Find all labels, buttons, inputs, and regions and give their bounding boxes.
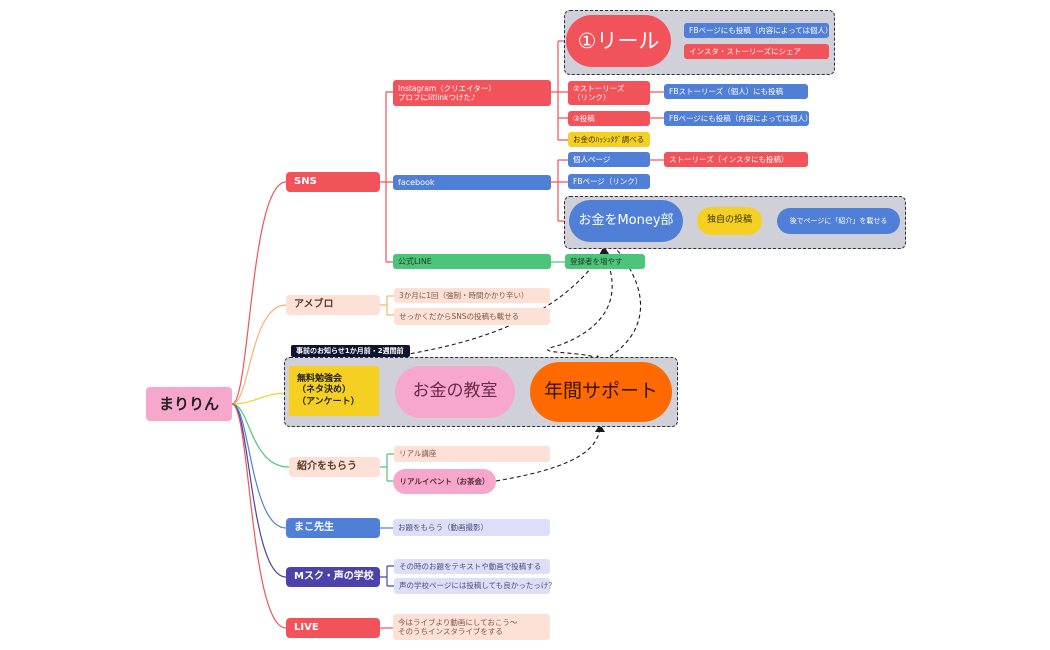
- connector-root-msk: [231, 403, 287, 578]
- connector-root-sns: [231, 181, 287, 405]
- connector-insta-children: [551, 40, 568, 141]
- reel-node[interactable]: ①リール: [566, 15, 671, 67]
- connector-fb-children: [551, 159, 569, 222]
- branch-shokai[interactable]: 紹介をもらう: [289, 457, 380, 477]
- connector-root-live: [231, 403, 287, 629]
- branch-ameblo[interactable]: アメブロ: [286, 295, 380, 315]
- connector-root-ameblo: [231, 304, 287, 405]
- post-fb-node[interactable]: FBページにも投稿（内容によっては個人）: [664, 111, 813, 126]
- reel-fb-node[interactable]: FBページにも投稿（内容によっては個人）: [684, 23, 833, 38]
- connector-shokai-children: [380, 453, 394, 482]
- msk-item-2[interactable]: 声の学校ページには投稿しても良かったっけ？: [394, 578, 556, 594]
- real-kouza-node[interactable]: リアル講座: [394, 446, 550, 462]
- instagram-node[interactable]: Instagram（クリエイター） プロフにlitlinkつけた♪: [393, 80, 551, 106]
- relation-tag-to-money-club: [389, 249, 605, 358]
- live-item[interactable]: 今はライブより動画にしておこう～ そのうちインスタライブをする: [393, 614, 550, 640]
- connector-msk-children: [380, 565, 394, 587]
- stories-node[interactable]: ②ストーリーズ （リンク）: [568, 81, 650, 105]
- connector-root-mako: [231, 403, 287, 529]
- fbpage-node[interactable]: FBページ（リンク）: [568, 174, 650, 189]
- relation-event-to-support: [495, 424, 601, 482]
- reel-insta-node[interactable]: インスタ・ストーリーズにシェア: [684, 44, 829, 59]
- branch-mako[interactable]: まこ先生: [286, 518, 380, 538]
- connector-root-seminar: [231, 392, 290, 405]
- money-club-node[interactable]: お金をMoney部: [569, 200, 683, 242]
- dokuji-node[interactable]: 独自の投稿: [697, 207, 762, 235]
- arrowhead-money-club: [599, 246, 609, 255]
- seminar-tag[interactable]: 事前のお知らせ1か月前・2週間前: [291, 345, 410, 357]
- connector-root-shokai: [231, 403, 290, 468]
- mako-item[interactable]: お題をもらう（動画撮影）: [393, 519, 550, 536]
- ameblo-item-1[interactable]: 3か月に1回（強制・時間かかり辛い）: [394, 288, 550, 303]
- personal-stories-node[interactable]: ストーリーズ（インスタにも投稿）: [664, 152, 808, 167]
- hashtag-node[interactable]: お金のﾊｯｼｭﾀｸﾞ調べる: [568, 132, 650, 147]
- msk-item-1[interactable]: その時のお題をテキストや動画で投稿する: [394, 559, 550, 574]
- arrowhead-support-2: [595, 424, 605, 432]
- facebook-node[interactable]: facebook: [393, 175, 551, 190]
- connector-ameblo-children: [380, 295, 394, 316]
- ameblo-item-2[interactable]: せっかくだからSNSの投稿も載せる: [394, 308, 550, 325]
- personal-page-node[interactable]: 個人ページ: [568, 152, 650, 167]
- free-seminar-node[interactable]: 無料勉強会 （ネタ決め） （アンケート）: [289, 366, 379, 416]
- branch-live[interactable]: LIVE: [286, 618, 380, 638]
- real-event-node[interactable]: リアルイベント（お茶会）: [393, 469, 496, 494]
- nochi-node[interactable]: 後でページに「紹介」を載せる: [777, 208, 900, 234]
- line-friends-node[interactable]: 登録者を増やす: [565, 254, 645, 269]
- branch-msk[interactable]: Mスク・声の学校: [286, 567, 380, 587]
- connector-sns-children: [380, 91, 393, 263]
- root-node[interactable]: まりりん: [146, 387, 232, 421]
- relation-money-club-to-support-2: [547, 244, 613, 361]
- stories-fb-node[interactable]: FBストーリーズ（個人）にも投稿: [664, 84, 808, 99]
- branch-sns[interactable]: SNS: [286, 172, 380, 192]
- support-node[interactable]: 年間サポート: [530, 362, 672, 422]
- kyoshitsu-node[interactable]: お金の教室: [395, 366, 515, 418]
- post-node[interactable]: ③投稿: [568, 111, 650, 126]
- line-node[interactable]: 公式LINE: [393, 254, 551, 269]
